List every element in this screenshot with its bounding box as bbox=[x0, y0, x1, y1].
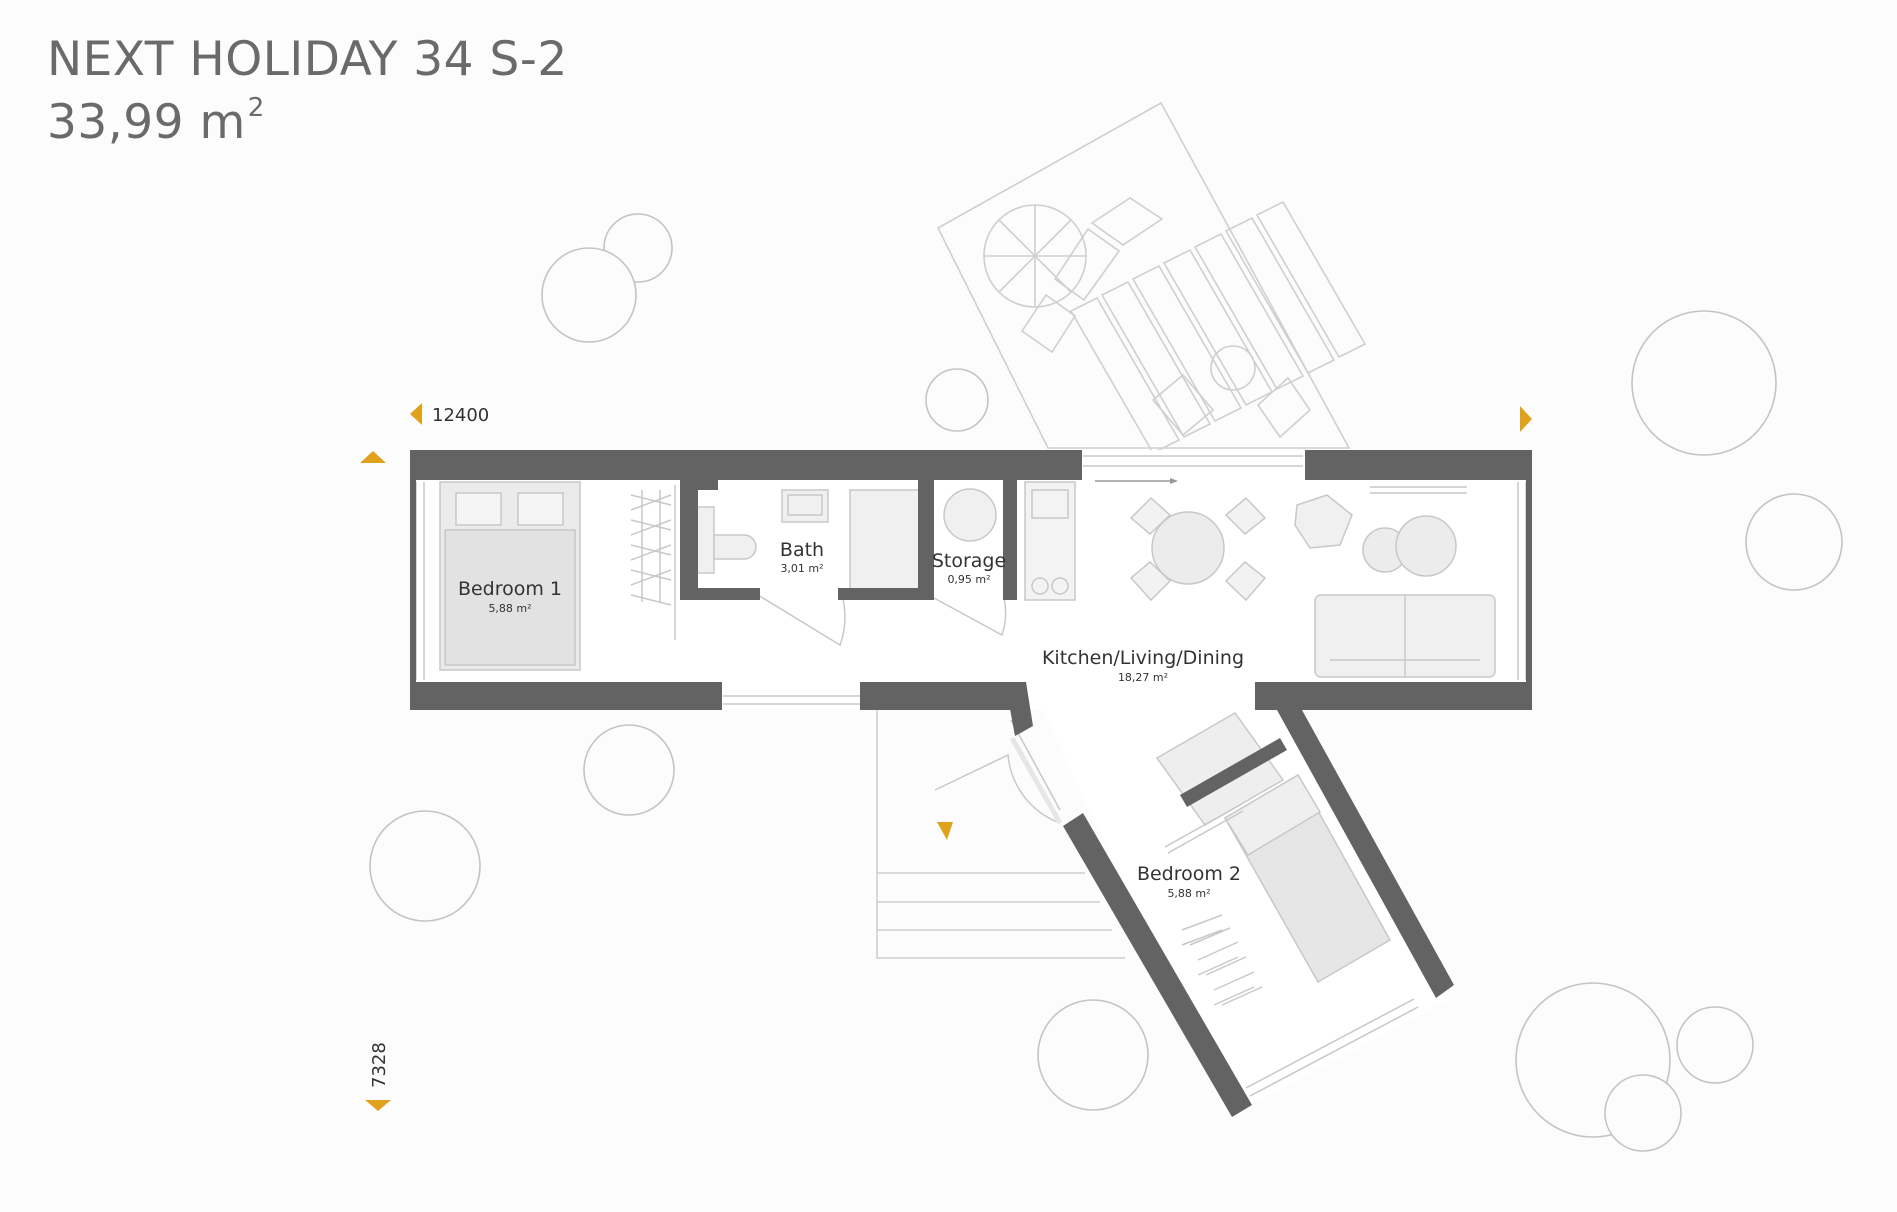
room-area-bedroom-2: 5,88 m² bbox=[1167, 887, 1210, 900]
dining-set bbox=[1129, 496, 1267, 602]
total-area-unit-sup: 2 bbox=[247, 93, 265, 124]
tree bbox=[1745, 493, 1843, 591]
wall-bedroom2-divider bbox=[1180, 738, 1287, 807]
bed-1 bbox=[439, 481, 581, 671]
partition-bath-bottom bbox=[680, 588, 760, 600]
total-area: 33,99 m2 bbox=[47, 91, 568, 154]
wall-entry-stub bbox=[1005, 682, 1033, 736]
terrace-area bbox=[936, 101, 1367, 455]
wall-bedroom2-left bbox=[1063, 813, 1252, 1117]
interior-fixtures bbox=[415, 455, 1527, 1097]
room-area-kitchen-living-dining: 18,27 m² bbox=[1118, 671, 1168, 684]
wall-top-left bbox=[410, 450, 1082, 480]
total-area-value: 33,99 m bbox=[47, 95, 246, 151]
tree bbox=[369, 810, 481, 922]
room-area-bath: 3,01 m² bbox=[780, 562, 823, 575]
wall-bedroom2-right bbox=[1277, 710, 1454, 998]
room-name-storage: Storage bbox=[932, 550, 1006, 572]
sliding-door bbox=[1083, 455, 1303, 484]
wall-bottom-mid bbox=[860, 682, 1026, 710]
kitchen-counter bbox=[1024, 481, 1076, 601]
tree bbox=[1037, 999, 1149, 1111]
tree bbox=[925, 368, 989, 432]
bath-fixtures bbox=[695, 489, 923, 591]
wall-bottom-right bbox=[1255, 682, 1532, 710]
entrance-door-swing bbox=[934, 753, 1061, 824]
tree bbox=[1604, 1074, 1682, 1152]
wall-bottom-left bbox=[410, 682, 722, 710]
tree bbox=[541, 247, 637, 343]
wall-right bbox=[1526, 450, 1532, 710]
room-name-bedroom-1: Bedroom 1 bbox=[458, 578, 562, 600]
partition-bath-left bbox=[680, 480, 698, 600]
walls bbox=[410, 450, 1532, 1117]
room-name-bath: Bath bbox=[780, 539, 824, 561]
entrance-steps bbox=[876, 710, 1125, 959]
partition-bath-bottom-right bbox=[838, 588, 926, 600]
tree bbox=[583, 724, 675, 816]
marker-right-arrow bbox=[1520, 406, 1532, 432]
storage-door-swing bbox=[933, 597, 1007, 637]
tree bbox=[1676, 1006, 1754, 1084]
wall-left bbox=[410, 450, 416, 710]
tree bbox=[1631, 310, 1777, 456]
terrace-table-and-stools bbox=[1151, 345, 1312, 439]
wardrobe-1 bbox=[630, 485, 676, 640]
marker-top-arrow bbox=[360, 451, 386, 463]
trees bbox=[369, 213, 1843, 1152]
dimension-markers bbox=[360, 403, 1532, 1111]
dimension-depth: 7328 bbox=[369, 1042, 390, 1088]
room-labels: Bedroom 1 5,88 m² Bath 3,01 m² Storage 0… bbox=[458, 539, 1244, 900]
room-area-storage: 0,95 m² bbox=[947, 573, 990, 586]
lounge-furniture bbox=[1294, 486, 1496, 678]
plan-title: NEXT HOLIDAY 34 S-2 33,99 m2 bbox=[47, 28, 568, 155]
parasol bbox=[983, 204, 1087, 308]
marker-left-arrow bbox=[410, 403, 422, 425]
partition-storage-right bbox=[1003, 480, 1017, 600]
room-name-bedroom-2: Bedroom 2 bbox=[1137, 863, 1241, 885]
water-heater bbox=[943, 488, 997, 542]
marker-entry-arrow bbox=[937, 822, 953, 840]
terrace-outline bbox=[936, 101, 1351, 449]
room-name-kitchen-living-dining: Kitchen/Living/Dining bbox=[1042, 647, 1244, 669]
marker-bottom-arrow bbox=[365, 1100, 391, 1111]
wall-top-right bbox=[1305, 450, 1532, 480]
room-area-bedroom-1: 5,88 m² bbox=[488, 602, 531, 615]
model-name: NEXT HOLIDAY 34 S-2 bbox=[47, 32, 568, 87]
partition-top bbox=[698, 480, 718, 490]
sun-loungers bbox=[1020, 197, 1164, 354]
deck-boards bbox=[1069, 200, 1367, 455]
partition-storage-left bbox=[918, 480, 934, 600]
dimension-width: 12400 bbox=[432, 405, 489, 426]
